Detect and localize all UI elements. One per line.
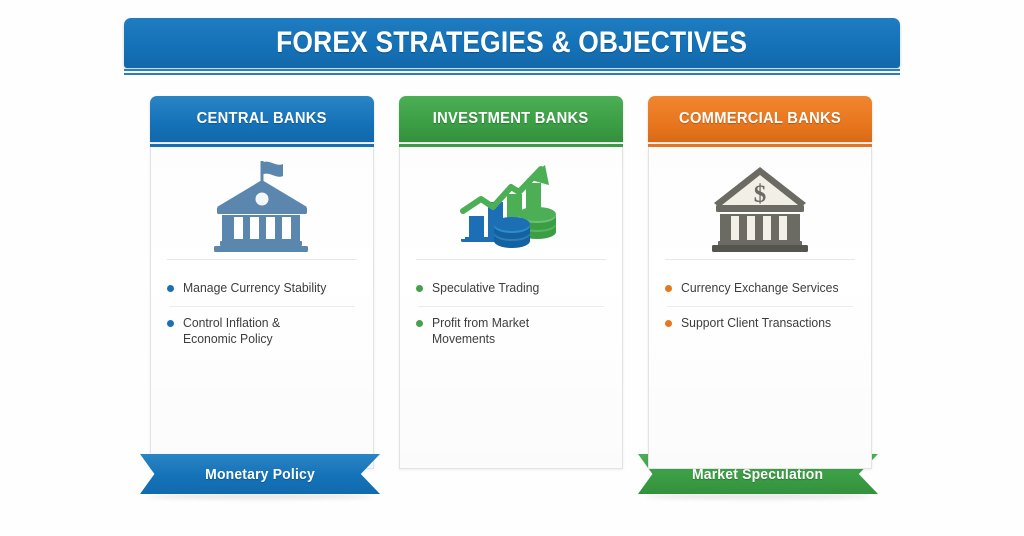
growth-chart-with-coins-icon [400,147,622,259]
bank-building-with-dollar-icon: $ [649,147,871,259]
bullet-list-commercial-banks: Currency Exchange Services Support Clien… [649,260,871,340]
bullet-dot-icon [665,319,672,327]
ribbon-label: Market Speculation [692,465,824,483]
icon-separator [167,259,357,260]
ribbon-monetary-policy[interactable]: Monetary Policy [140,454,380,494]
title-banner-group: FOREX STRATEGIES & OBJECTIVES [124,18,900,75]
ribbon-shadow [148,494,372,499]
bank-building-with-flag-icon [151,147,373,259]
ribbon-label: Monetary Policy [205,465,315,483]
title-rule-lower [124,73,900,75]
page-title: FOREX STRATEGIES & OBJECTIVES [276,26,748,59]
title-rule-upper [124,69,900,71]
bullet-list-central-banks: Manage Currency Stability Control Inflat… [151,260,373,357]
bullet-label: Control Inflation & Economic Policy [183,315,280,348]
bullet-dot-icon [665,285,672,292]
bullet-dot-icon [167,319,174,327]
svg-text:$: $ [754,181,767,208]
bullet-label: Manage Currency Stability [183,280,327,295]
bullet-separator [667,305,853,307]
bullet-separator [418,305,604,307]
column-underline [150,144,374,147]
ribbon-monetary-policy-group: Monetary Policy [140,454,380,499]
column-body-investment-banks: Speculative Trading Profit from Market M… [399,147,623,469]
list-item[interactable]: Manage Currency Stability [165,272,359,306]
bullet-label: Profit from Market Movements [432,314,530,347]
column-header-central-banks[interactable]: CENTRAL BANKS [150,96,374,142]
icon-separator [416,259,606,260]
column-header-label: COMMERCIAL BANKS [679,110,841,127]
bullet-list-investment-banks: Speculative Trading Profit from Market M… [400,260,622,357]
columns-container: CENTRAL BANKS [140,96,880,499]
bullet-dot-icon [416,319,423,327]
column-body-commercial-banks: $ [648,147,872,469]
bullet-label: Currency Exchange Services [681,280,839,295]
bullet-label-line1: Control Inflation & [183,314,281,330]
list-item[interactable]: Support Client Transactions [663,307,857,341]
bullet-separator [169,305,355,307]
bullet-dot-icon [167,285,174,292]
column-underline [648,144,872,147]
column-underline [399,144,623,147]
column-central-banks: CENTRAL BANKS [140,96,380,499]
column-header-label: CENTRAL BANKS [196,110,328,127]
column-header-commercial-banks[interactable]: COMMERCIAL BANKS [648,96,872,142]
list-item[interactable]: Currency Exchange Services [663,272,857,306]
title-banner: FOREX STRATEGIES & OBJECTIVES [124,18,900,68]
list-item[interactable]: Control Inflation & Economic Policy [165,307,359,357]
list-item[interactable]: Speculative Trading [414,272,608,306]
column-investment-banks: INVESTMENT BANKS [399,96,878,499]
column-body-central-banks: Manage Currency Stability Control Inflat… [150,147,374,469]
bullet-label: Support Client Transactions [681,314,832,330]
icon-separator [665,259,855,260]
bullet-dot-icon [416,285,423,292]
column-commercial-banks: COMMERCIAL BANKS $ [648,96,872,469]
column-header-investment-banks[interactable]: INVESTMENT BANKS [399,96,623,142]
ribbon-shadow [646,494,870,499]
column-header-label: INVESTMENT BANKS [433,110,589,127]
bullet-label: Speculative Trading [432,280,540,295]
list-item[interactable]: Profit from Market Movements [414,307,608,357]
bullet-label-line2: Economic Policy [183,331,273,347]
